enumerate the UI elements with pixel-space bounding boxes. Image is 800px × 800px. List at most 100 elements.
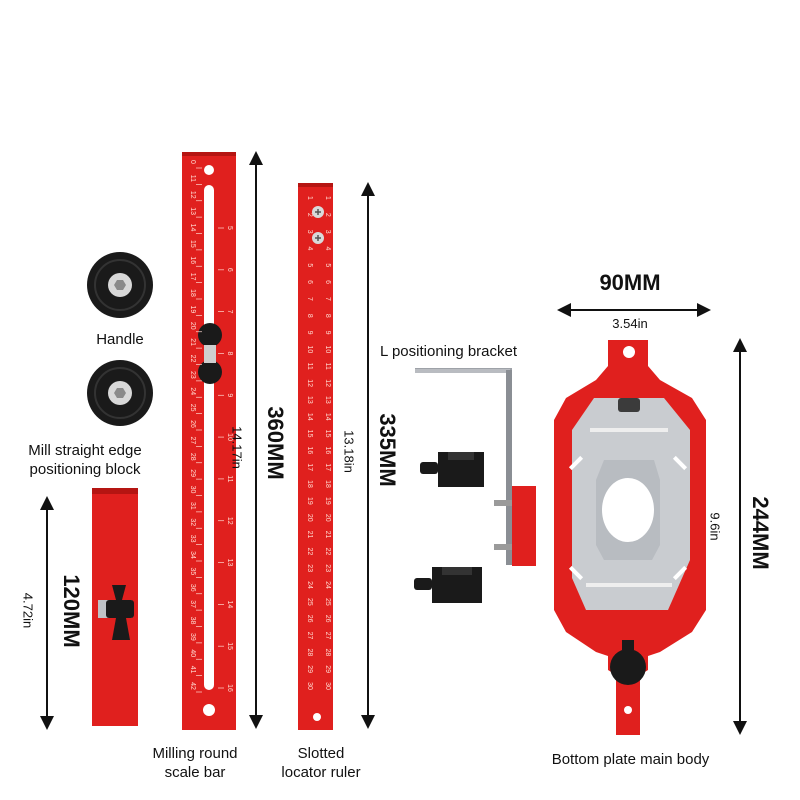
locator-tick-label: 21 [306,531,313,539]
locator-tick-label-right: 10 [324,346,331,354]
scale-bar-tick-label: 16 [189,256,196,264]
scale-bar-tick-label: 34 [189,551,196,559]
locator-tick-label: 28 [306,648,313,656]
locator-tick-label: 5 [306,263,313,267]
scale-bar-tick-label: 14 [189,224,196,232]
locator-tick-label: 4 [306,247,313,251]
scale-bar-tick-label: 23 [189,371,196,379]
l-bracket [415,368,536,566]
scale-bar-tick-label-inch: 6 [226,268,233,272]
locator-dim-in: 13.18in [341,430,357,473]
mill-block-label-line2: positioning block [29,461,141,478]
locator-tick-label: 2 [306,213,313,217]
locator-dim-mm: 335MM [375,413,400,487]
locator-tick-label-right: 25 [324,598,331,606]
locator-tick-label-right: 8 [324,314,331,318]
plate-width-dim-mm: 90MM [599,270,661,295]
locator-tick-label-right: 23 [324,564,331,572]
scale-bar-tick-label-inch: 9 [226,393,233,397]
scale-bar-tick-label-inch: 8 [226,352,233,356]
scale-bar-label-line2: scale bar [164,764,226,781]
locator-tick-label-right: 28 [324,648,331,656]
scale-bar-tick-label: 38 [189,617,196,625]
scale-bar-tick-label: 11 [189,175,196,182]
scale-bar-tick-label-inch: 12 [226,517,233,525]
mill-block [92,488,138,726]
scale-bar-dim-mm: 360MM [263,406,288,480]
block-dim-mm: 120MM [59,574,84,648]
clamp-top [420,452,484,487]
locator-tick-label-right: 19 [324,497,331,505]
locator-tick-label: 15 [306,430,313,438]
scale-bar-tick-label: 31 [189,502,196,510]
locator-tick-label-right: 1 [324,196,331,200]
scale-bar-tick-label: 28 [189,453,196,461]
scale-bar-label: Milling round scale bar [140,744,250,782]
locator-tick-label-right: 18 [324,480,331,488]
locator-tick-label-right: 13 [324,396,331,404]
locator-tick-label-right: 21 [324,531,331,539]
scale-bar-tick-label-inch: 13 [226,559,233,567]
scale-bar-tick-label: 17 [189,273,196,281]
scale-bar-tick-label: 29 [189,469,196,477]
locator-tick-label: 29 [306,665,313,673]
locator-tick-label: 20 [306,514,313,522]
locator-label-line2: locator ruler [281,764,361,781]
scale-bar-tick-label: 12 [189,191,196,199]
locator-tick-label: 24 [306,581,313,589]
locator-tick-label-right: 11 [324,363,331,370]
scale-bar-tick-label: 41 [189,666,196,674]
handle-knob-bottom [87,360,153,426]
locator-label: Slotted locator ruler [262,744,380,782]
scale-bar-tick-label: 21 [189,338,196,346]
handle-knob-top [87,252,153,318]
locator-tick-label-right: 16 [324,447,331,455]
locator-tick-label-right: 3 [324,230,331,234]
scale-bar-label-line1: Milling round [152,745,238,762]
scale-bar-tick-label: 26 [189,420,196,428]
locator-ruler [298,183,333,730]
scale-bar-tick-label: 37 [189,600,196,608]
locator-tick-label-right: 9 [324,331,331,335]
locator-tick-label-right: 22 [324,547,331,555]
scale-bar-tick-label: 15 [189,240,196,248]
locator-tick-label-right: 12 [324,379,331,387]
locator-label-line1: Slotted [297,745,345,762]
locator-tick-label: 6 [306,280,313,284]
locator-tick-label-right: 4 [324,247,331,251]
locator-tick-label: 9 [306,331,313,335]
locator-tick-label: 16 [306,447,313,455]
locator-tick-label-right: 2 [324,213,331,217]
l-bracket-label: L positioning bracket [380,343,518,360]
locator-tick-label: 10 [306,346,313,354]
scale-bar-tick-label: 25 [189,404,196,412]
scale-bar-dim-in: 14.17in [229,426,245,469]
locator-tick-label: 23 [306,564,313,572]
locator-tick-label: 30 [306,682,313,690]
scale-bar-tick-label: 36 [189,584,196,592]
locator-tick-label: 27 [306,632,313,640]
mill-block-label: Mill straight edge positioning block [0,441,170,479]
scale-bar-tick-label-inch: 5 [226,226,233,230]
scale-bar-tick-label-inch: 14 [226,600,233,608]
scale-bar-tick-label: 42 [189,682,196,690]
scale-bar-tick-label-inch: 10 [226,433,233,441]
locator-tick-label: 8 [306,314,313,318]
locator-tick-label-right: 17 [324,463,331,471]
locator-tick-label-right: 27 [324,632,331,640]
locator-tick-label: 13 [306,396,313,404]
block-dim-in: 4.72in [20,592,36,629]
plate-width-dim-in: 3.54in [612,316,648,331]
scale-bar-tick-label: 24 [189,387,196,395]
locator-tick-label: 12 [306,379,313,387]
scale-bar-tick-label-inch: 15 [226,642,233,650]
bottom-plate [554,340,706,735]
clamp-bottom [414,567,482,603]
scale-bar-tick-label: 20 [189,322,196,330]
plate-height-dim-in: 9.6in [707,512,723,541]
locator-tick-label-right: 15 [324,430,331,438]
locator-tick-label: 18 [306,480,313,488]
scale-bar-tick-label: 13 [189,207,196,215]
